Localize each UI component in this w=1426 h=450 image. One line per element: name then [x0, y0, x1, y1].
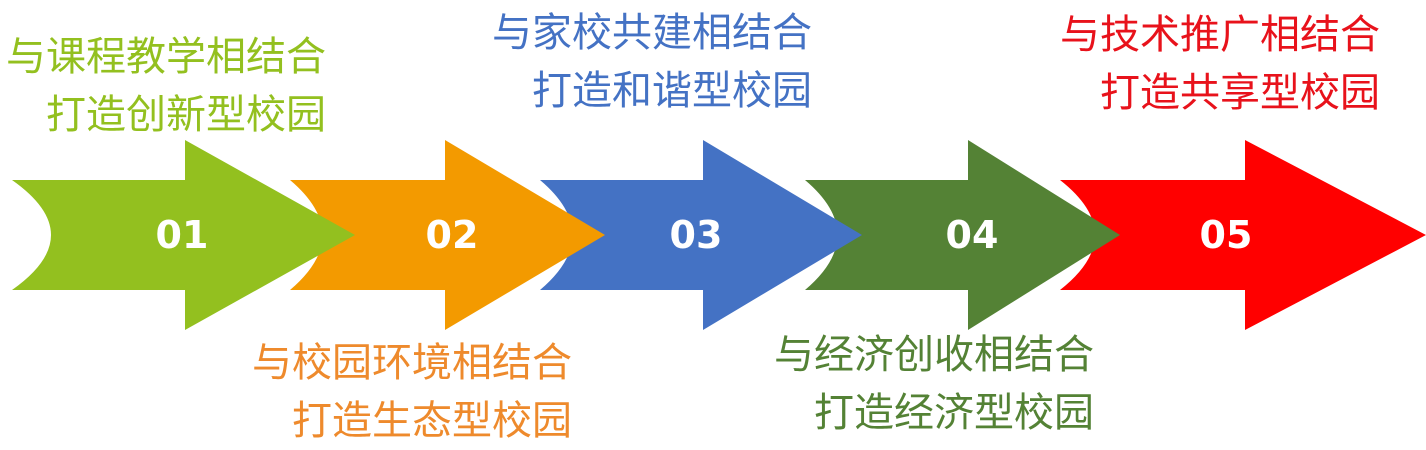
step-1-arrow — [12, 140, 355, 330]
step-2-arrow — [290, 140, 605, 330]
step-4-caption: 与经济创收相结合 打造经济型校园 — [774, 326, 1094, 442]
step-3-arrow — [540, 140, 862, 330]
step-4-number: 04 — [946, 213, 999, 257]
step-2-number: 02 — [426, 213, 479, 257]
step-5-caption-line-2: 打造共享型校园 — [1100, 70, 1380, 116]
step-4-caption-line-2: 打造经济型校园 — [814, 390, 1094, 436]
step-1-caption-line-2: 打造创新型校园 — [46, 92, 326, 138]
step-2-caption-line-2: 打造生态型校园 — [292, 398, 572, 444]
step-1-number: 01 — [156, 213, 209, 257]
step-3-caption: 与家校共建相结合 打造和谐型校园 — [492, 4, 812, 120]
step-4-arrow — [805, 140, 1120, 330]
step-1-caption: 与课程教学相结合 打造创新型校园 — [6, 28, 326, 144]
step-5-caption-line-1: 与技术推广相结合 — [1060, 12, 1380, 58]
step-1-caption-line-1: 与课程教学相结合 — [6, 34, 326, 80]
step-5-number: 05 — [1200, 213, 1253, 257]
step-3-caption-line-2: 打造和谐型校园 — [532, 68, 812, 114]
step-5-arrow — [1060, 140, 1426, 330]
step-5-caption: 与技术推广相结合 打造共享型校园 — [1060, 6, 1380, 122]
step-2-caption: 与校园环境相结合 打造生态型校园 — [252, 334, 572, 450]
step-4-caption-line-1: 与经济创收相结合 — [774, 332, 1094, 378]
step-2-caption-line-1: 与校园环境相结合 — [252, 340, 572, 386]
step-3-number: 03 — [670, 213, 723, 257]
step-3-caption-line-1: 与家校共建相结合 — [492, 10, 812, 56]
